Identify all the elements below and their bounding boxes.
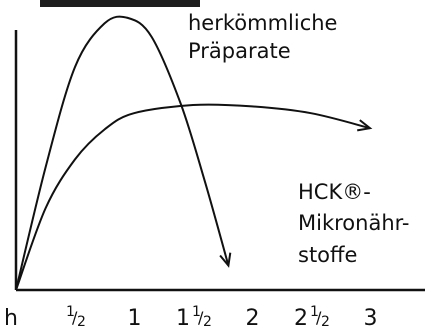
x-tick-whole: 2 <box>246 306 260 331</box>
series-arrowhead-hck-mikronaehrstoffe <box>357 119 373 132</box>
x-tick-frac-numerator: 1 <box>66 304 75 320</box>
series-line-herkoemmliche-praeparate <box>15 15 230 291</box>
x-tick-frac-denominator: 2 <box>77 314 86 330</box>
x-tick-label: 2 <box>246 306 260 331</box>
x-tick-frac-denominator: 2 <box>203 314 212 330</box>
x-tick-whole: 1 <box>128 306 142 331</box>
series-line-hck-mikronaehrstoffe <box>15 103 371 291</box>
x-tick-frac-slash: / <box>198 308 204 327</box>
x-tick-whole: 1 <box>176 306 190 331</box>
x-tick-label: 3 <box>364 306 378 331</box>
series-label-hck-line-2: Mikronähr- <box>298 211 410 235</box>
x-tick-frac-numerator: 1 <box>192 304 201 320</box>
x-tick-whole: 3 <box>364 306 378 331</box>
series-arrowhead-herkoemmliche-praeparate <box>219 252 232 268</box>
x-tick-label: 1 <box>128 306 142 331</box>
x-tick-whole: 2 <box>294 306 308 331</box>
x-tick-frac-denominator: 2 <box>321 314 330 330</box>
x-unit-label: h <box>4 306 18 331</box>
series-label-herkoemmliche-line-2: Präparate <box>188 39 291 63</box>
x-tick-frac-slash: / <box>316 308 322 327</box>
x-tick-label: 1/2 <box>66 304 86 330</box>
x-tick-frac-numerator: 1 <box>310 304 319 320</box>
series-label-herkoemmliche-line-1: herkömmliche <box>188 11 337 35</box>
series-label-hck-line-1: HCK®- <box>298 180 371 204</box>
x-tick-frac-slash: / <box>72 308 78 327</box>
series-label-hck-line-3: stoffe <box>298 243 357 267</box>
top-banner <box>40 0 200 7</box>
